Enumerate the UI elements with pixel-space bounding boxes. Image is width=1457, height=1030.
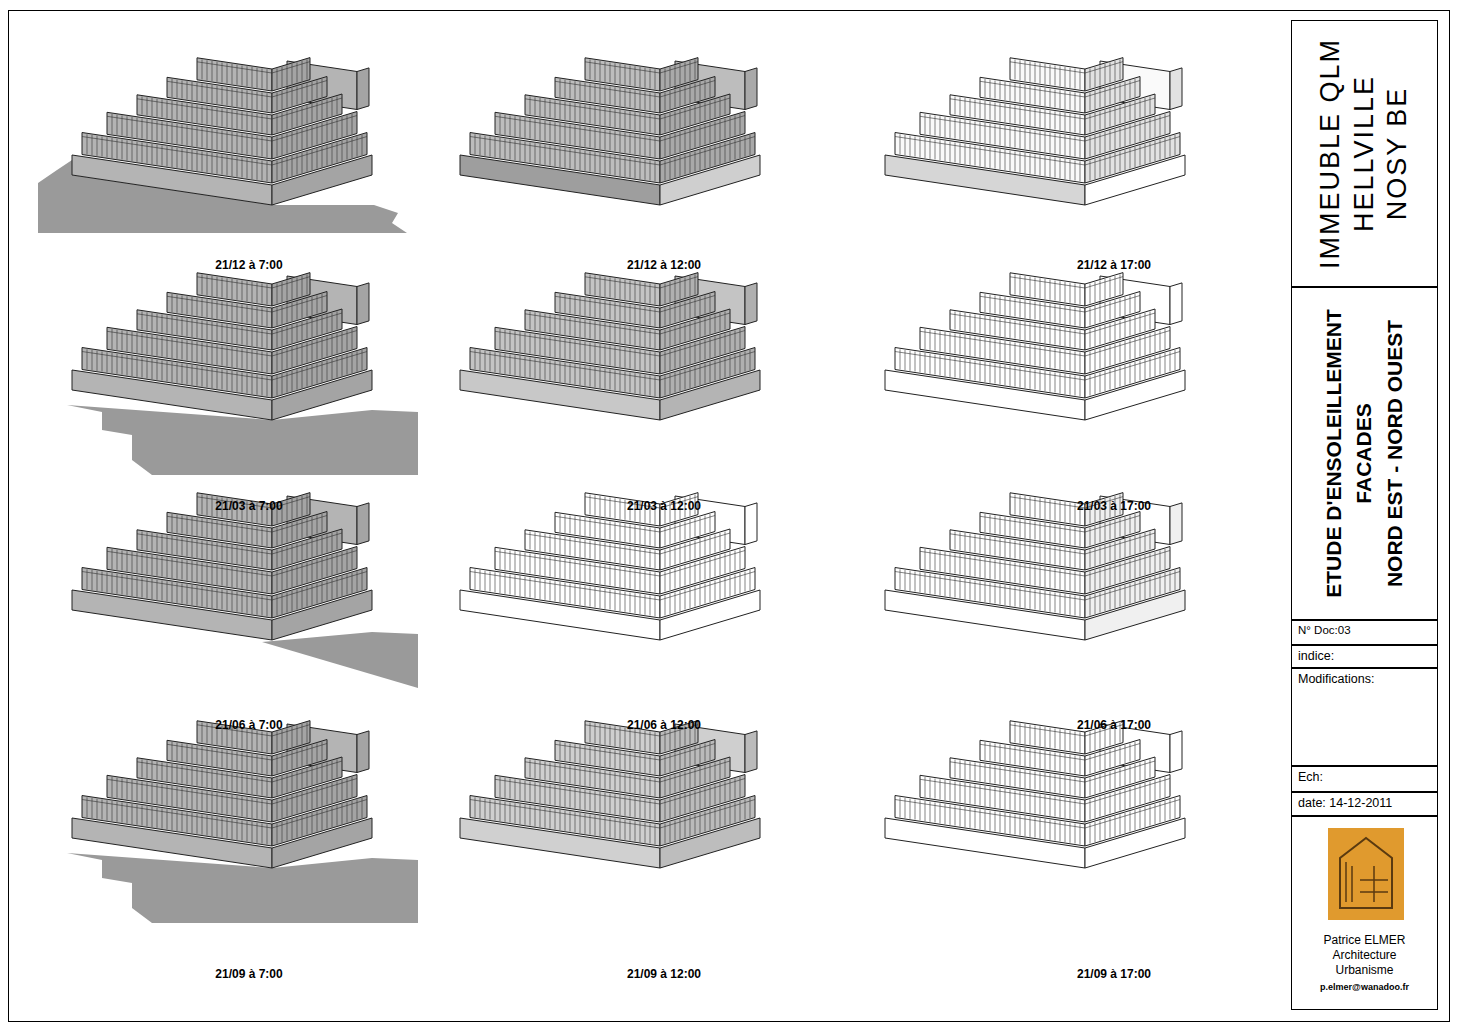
sheet-border bbox=[9, 11, 1450, 1022]
railing bbox=[585, 62, 660, 73]
railing bbox=[1010, 62, 1085, 73]
right-face bbox=[1170, 283, 1182, 325]
right-face bbox=[272, 58, 310, 91]
railing bbox=[660, 277, 698, 288]
left-face bbox=[197, 273, 272, 306]
right-face bbox=[357, 68, 369, 110]
railing bbox=[660, 62, 698, 73]
right-face bbox=[660, 273, 698, 306]
cast-shadow bbox=[262, 632, 418, 688]
right-face bbox=[357, 283, 369, 325]
left-face bbox=[585, 58, 660, 91]
right-face bbox=[745, 503, 757, 545]
right-face bbox=[745, 283, 757, 325]
railing bbox=[1010, 497, 1085, 508]
right-face bbox=[1085, 273, 1123, 306]
railing bbox=[197, 62, 272, 73]
railing bbox=[272, 277, 310, 288]
right-face bbox=[1170, 68, 1182, 110]
railing bbox=[1010, 277, 1085, 288]
railing bbox=[585, 277, 660, 288]
railing bbox=[272, 62, 310, 73]
right-face bbox=[272, 273, 310, 306]
right-face bbox=[357, 503, 369, 545]
left-face bbox=[585, 273, 660, 306]
right-face bbox=[745, 68, 757, 110]
left-face bbox=[197, 58, 272, 91]
railing bbox=[197, 277, 272, 288]
right-face bbox=[1085, 58, 1123, 91]
left-face bbox=[1010, 58, 1085, 91]
railing bbox=[1085, 62, 1123, 73]
right-face bbox=[1170, 503, 1182, 545]
railing bbox=[1085, 277, 1123, 288]
left-face bbox=[1010, 493, 1085, 526]
right-face bbox=[660, 58, 698, 91]
building-renderings bbox=[38, 58, 1185, 923]
left-face bbox=[1010, 273, 1085, 306]
